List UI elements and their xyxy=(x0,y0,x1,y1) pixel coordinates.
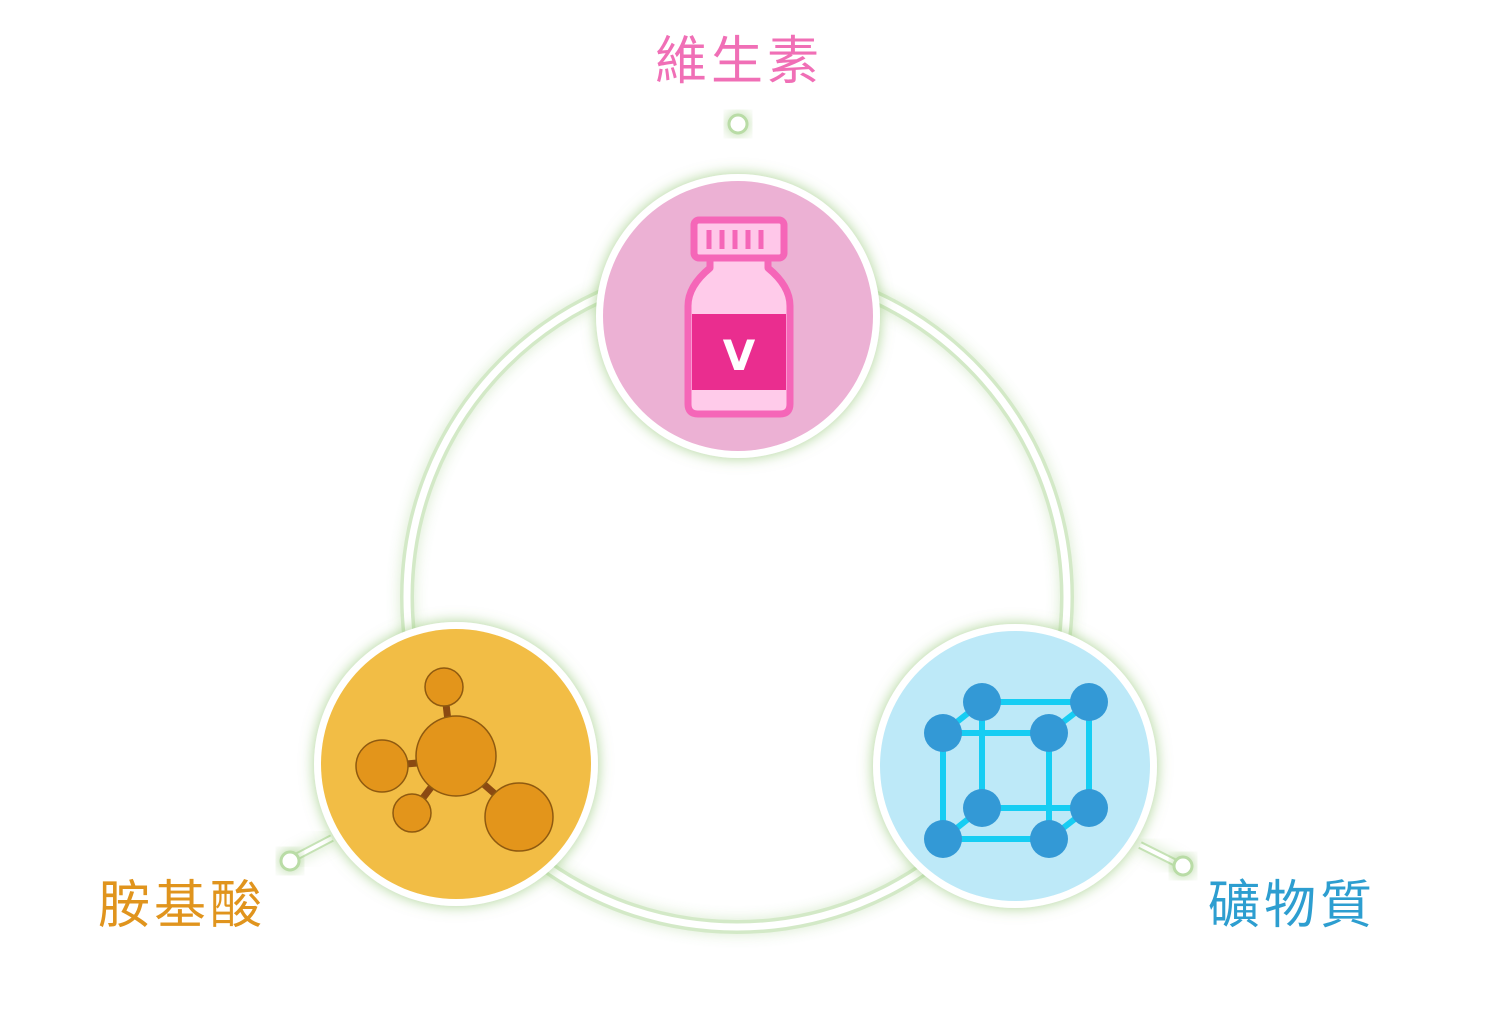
minerals-node xyxy=(873,624,1157,908)
crystal-lattice-icon xyxy=(924,683,1108,858)
amino-acids-label: 胺基酸 xyxy=(98,876,267,936)
vitamins-label: 維生素 xyxy=(655,32,824,92)
vitamins-node: V xyxy=(596,174,880,458)
vitamin-bottle-icon: V xyxy=(684,216,794,418)
connector-pin-left xyxy=(279,834,334,872)
connector-pin-top xyxy=(727,113,749,178)
vitamin-letter: V xyxy=(723,331,756,380)
connector-pin-right xyxy=(1138,841,1194,877)
minerals-label: 礦物質 xyxy=(1208,876,1377,936)
amino-acids-node xyxy=(314,622,598,906)
molecule-icon xyxy=(355,667,554,852)
